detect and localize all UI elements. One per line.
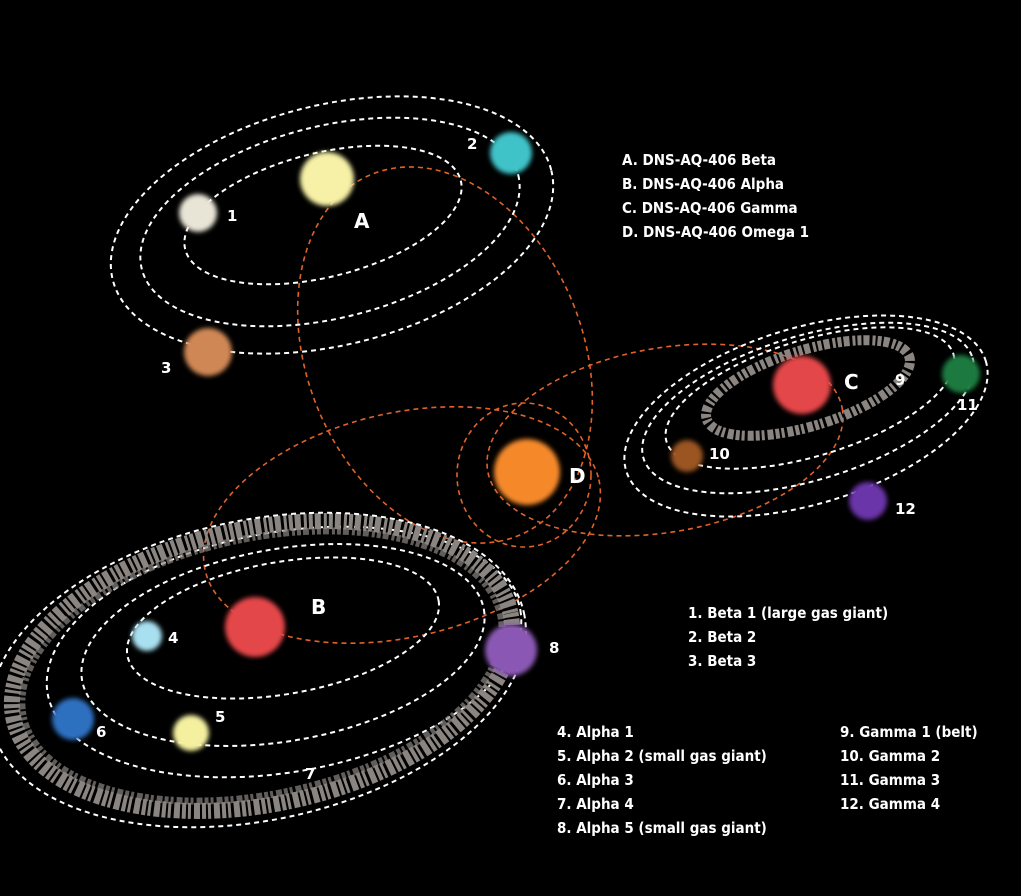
planet-5: [173, 715, 209, 751]
planet-label-10: 10: [709, 445, 730, 463]
stellar-orbits: [202, 166, 844, 645]
planet-labels: 1 2 3 4 5 6 7 8 9 10 11 12: [96, 135, 978, 783]
legend-alpha-planets: 4. Alpha 1 5. Alpha 2 (small gas giant) …: [557, 720, 767, 840]
legend-item: 4. Alpha 1: [557, 723, 634, 741]
orbit-planet-8: [0, 511, 527, 829]
planet-label-9: 9: [895, 371, 905, 389]
alpha-system-orbits: [0, 511, 527, 829]
legend-item: 5. Alpha 2 (small gas giant): [557, 747, 767, 765]
orbit-planet-1: [183, 144, 463, 286]
star-label-d: D: [569, 464, 586, 488]
planet-label-3: 3: [161, 359, 171, 377]
orbit-planet-11: [641, 321, 975, 495]
planet-label-5: 5: [215, 708, 225, 726]
planet-label-4: 4: [168, 629, 178, 647]
legend-item: C. DNS-AQ-406 Gamma: [622, 199, 798, 217]
orbit-star-c: [486, 343, 844, 537]
orbit-planet-2: [139, 116, 521, 328]
orbit-planet-3: [109, 95, 555, 355]
orbit-planet-10: [664, 326, 956, 470]
legend-item: 6. Alpha 3: [557, 771, 634, 789]
legend-item: 12. Gamma 4: [840, 795, 941, 813]
planet-label-7: 7: [305, 765, 315, 783]
planet-label-1: 1: [227, 207, 237, 225]
star-label-c: C: [844, 370, 859, 394]
star-a: [300, 152, 354, 206]
planet-label-6: 6: [96, 723, 106, 741]
planet-4: [132, 621, 162, 651]
star-d: [494, 439, 560, 505]
planet-2: [490, 132, 532, 174]
asteroid-belt-alpha-4-inner: [18, 527, 506, 805]
legend-item: 9. Gamma 1 (belt): [840, 723, 978, 741]
legend-item: 2. Beta 2: [688, 628, 757, 646]
planet-3: [184, 328, 232, 376]
orbit-planet-4: [125, 556, 441, 700]
planet-label-11: 11: [957, 396, 978, 414]
orbit-star-b: [202, 405, 602, 645]
legend-item: 1. Beta 1 (large gas giant): [688, 604, 889, 622]
legend-item: A. DNS-AQ-406 Beta: [622, 151, 777, 169]
star-c: [773, 356, 831, 414]
legend-item: 10. Gamma 2: [840, 747, 941, 765]
legend-beta-planets: 1. Beta 1 (large gas giant) 2. Beta 2 3.…: [688, 601, 888, 673]
planets: [52, 132, 980, 751]
planet-11: [942, 355, 980, 393]
orbit-planet-5: [80, 543, 486, 747]
asteroid-belt-gamma-1: [701, 335, 915, 441]
planet-label-8: 8: [549, 639, 559, 657]
planet-label-2: 2: [467, 135, 477, 153]
orbit-planet-12: [623, 314, 989, 518]
star-b: [225, 597, 285, 657]
asteroid-belt-alpha-4: [3, 513, 521, 819]
stars: [225, 152, 831, 657]
legend-item: 7. Alpha 4: [557, 795, 634, 813]
star-label-b: B: [311, 595, 326, 619]
legend-item: B. DNS-AQ-406 Alpha: [622, 175, 785, 193]
legend-item: 11. Gamma 3: [840, 771, 941, 789]
orbit-star-a: [296, 166, 594, 544]
star-label-a: A: [354, 209, 370, 233]
planet-1: [179, 194, 217, 232]
orbit-planet-6: [45, 525, 523, 779]
gamma-system-orbits: [623, 314, 989, 518]
planet-8: [485, 624, 537, 676]
planet-label-12: 12: [895, 500, 916, 518]
orbit-star-d: [456, 402, 592, 548]
legend-item: D. DNS-AQ-406 Omega 1: [622, 223, 810, 241]
legend-item: 8. Alpha 5 (small gas giant): [557, 819, 767, 837]
legend-item: 3. Beta 3: [688, 652, 757, 670]
beta-system-orbits: [109, 95, 555, 355]
planet-12: [849, 482, 887, 520]
legend-stars: A. DNS-AQ-406 Beta B. DNS-AQ-406 Alpha C…: [622, 148, 809, 244]
planet-10: [671, 440, 703, 472]
planet-6: [52, 698, 94, 740]
star-labels: A B C D: [311, 209, 859, 619]
legend-gamma-planets: 9. Gamma 1 (belt) 10. Gamma 2 11. Gamma …: [840, 720, 978, 816]
